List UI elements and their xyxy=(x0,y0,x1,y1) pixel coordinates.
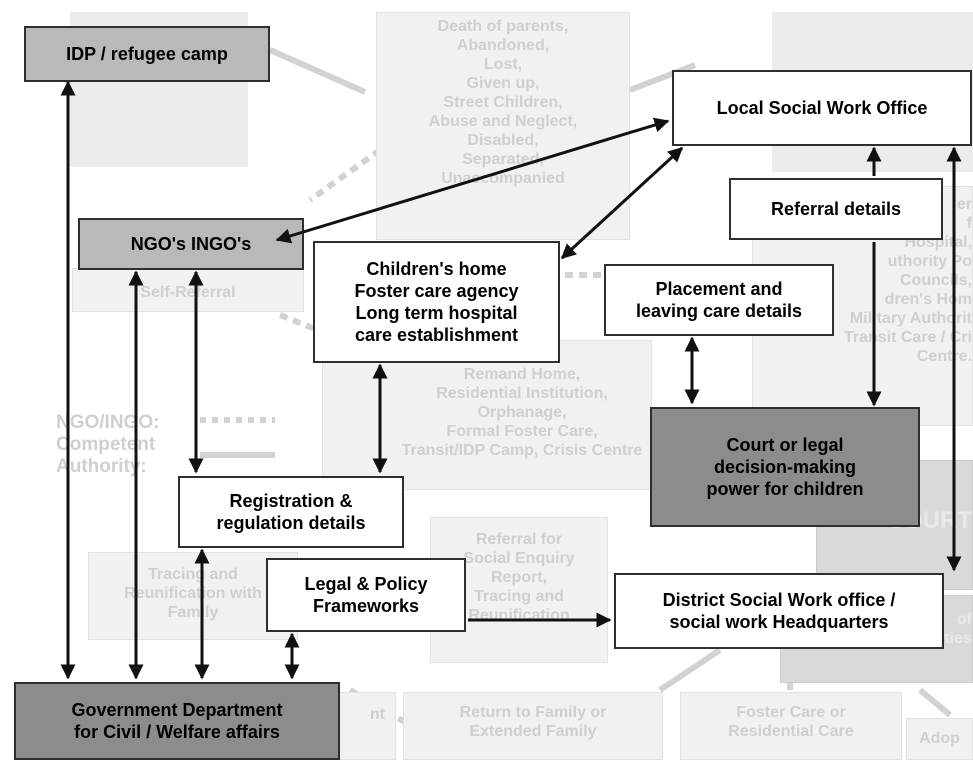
ngo-ingo-box: NGO's INGO's xyxy=(78,218,304,270)
registration-regulation-box: Registration & regulation details xyxy=(178,476,404,548)
ghost-arrow xyxy=(268,47,367,95)
tracing-panel: Tracing and Reunification with Family xyxy=(88,552,298,640)
foster-residential-panel: Foster Care or Residential Care xyxy=(680,692,902,760)
legal-policy-frameworks-box: Legal & Policy Frameworks xyxy=(266,558,466,632)
idp-refugee-camp-box: IDP / refugee camp xyxy=(24,26,270,82)
local-social-work-office-box: Local Social Work Office xyxy=(672,70,972,146)
arrow-local-office-ngo xyxy=(275,117,670,244)
referral-details-box: Referral details xyxy=(729,178,943,240)
placement-leaving-care-box: Placement and leaving care details xyxy=(604,264,834,336)
ghost-arrow xyxy=(918,687,952,718)
ghost-arrow xyxy=(658,647,722,693)
government-department-box: Government Department for Civil / Welfar… xyxy=(14,682,340,760)
self-referral-panel: Self-Referral xyxy=(72,268,304,312)
childrens-home-box: Children's home Foster care agency Long … xyxy=(313,241,560,363)
arrow-local-office-childrens-home xyxy=(560,146,684,260)
adoption-panel: Adop xyxy=(906,718,973,760)
ghost-arrow xyxy=(628,62,697,93)
district-social-work-office-box: District Social Work office / social wor… xyxy=(614,573,944,649)
court-legal-decision-box: Court or legal decision-making power for… xyxy=(650,407,920,527)
